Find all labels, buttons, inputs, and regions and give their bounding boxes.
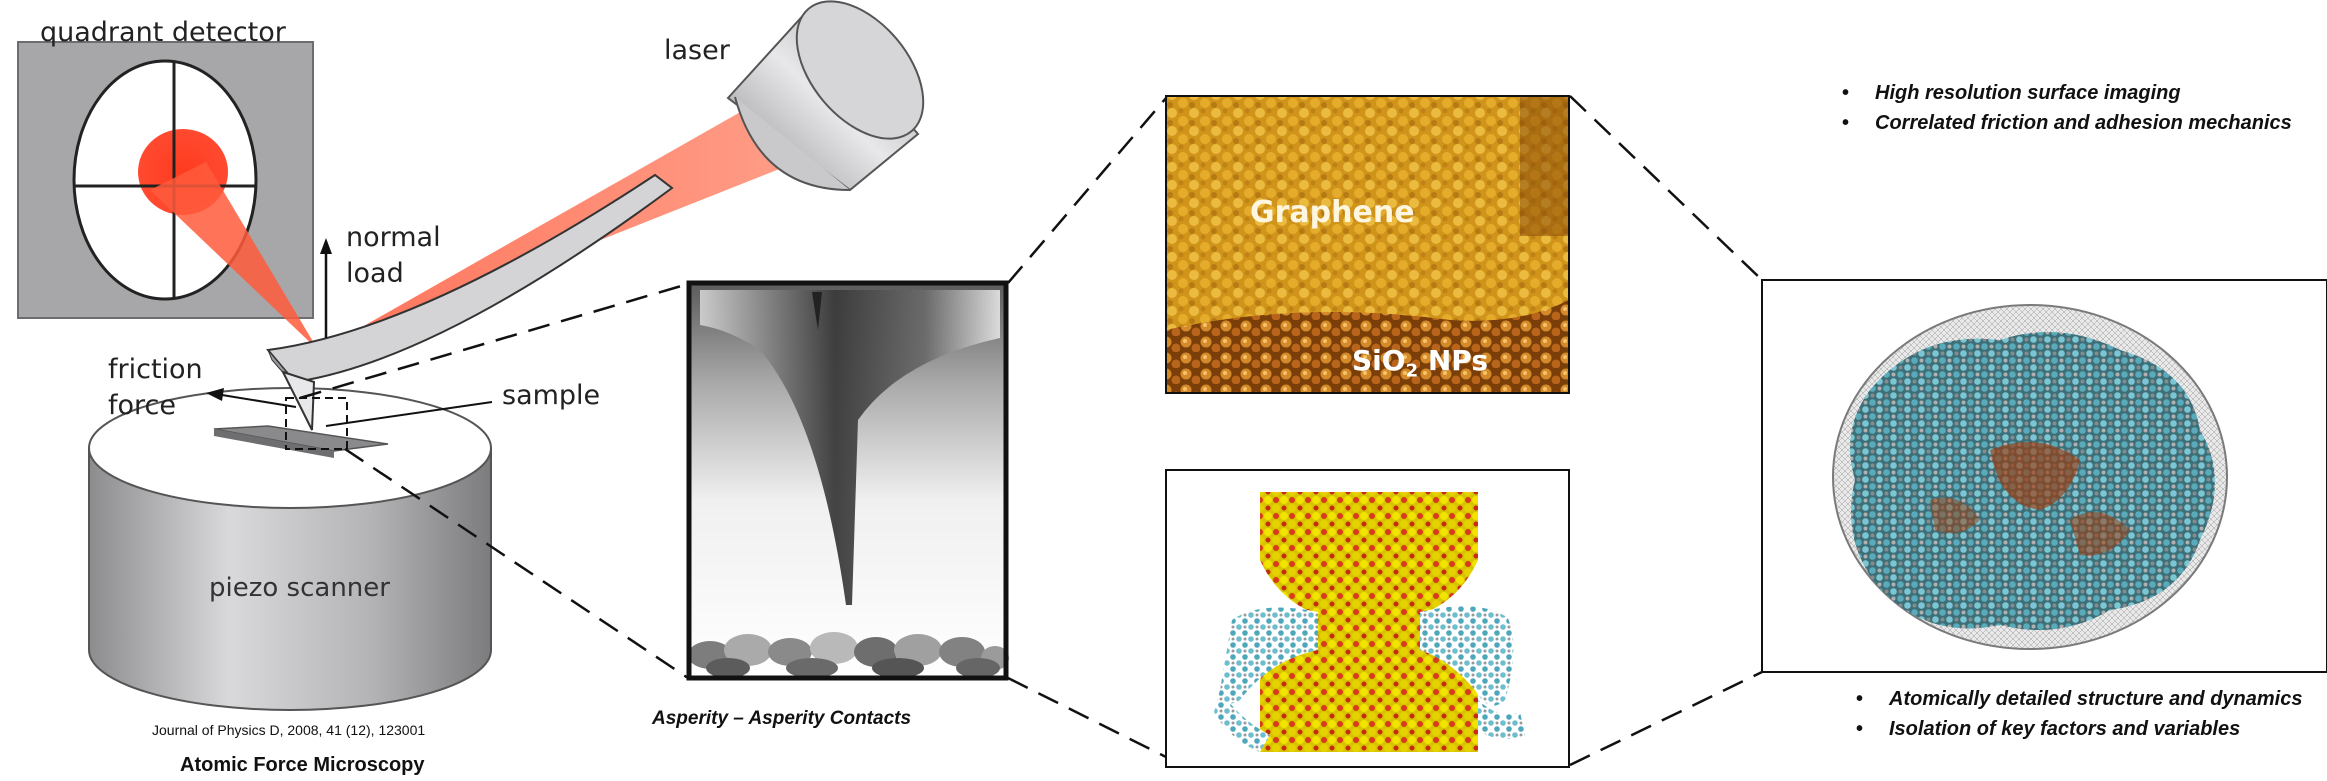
top-right-bullets: • High resolution surface imaging • Correl… bbox=[1842, 78, 2292, 138]
cantilever bbox=[266, 173, 674, 431]
sample-pointer-line bbox=[325, 401, 493, 427]
friction-force-arrow bbox=[221, 394, 297, 408]
reference-caption: Journal of Physics D, 2008, 41 (12), 123… bbox=[152, 722, 426, 738]
sio2-subscript: 2 bbox=[1405, 360, 1419, 382]
normal-load-label: normal load bbox=[346, 222, 441, 289]
afm-tip bbox=[281, 370, 316, 431]
bullet-dot: • bbox=[1842, 82, 1850, 104]
reflected-beam bbox=[150, 162, 318, 350]
sio2-label: SiO2 NPs bbox=[1352, 344, 1488, 382]
afm-title-caption: Atomic Force Microscopy bbox=[180, 754, 425, 776]
bullet-text: Atomically detailed structure and dynami… bbox=[1889, 688, 2303, 710]
bullet-text: High resolution surface imaging bbox=[1875, 82, 2181, 104]
graphene-afm-image bbox=[1165, 95, 1570, 394]
quadrant-detector bbox=[17, 41, 314, 319]
bullet-item: • Atomically detailed structure and dynam… bbox=[1856, 684, 2302, 714]
friction-force-label: friction force bbox=[108, 354, 203, 421]
asperity-caption: Asperity – Asperity Contacts bbox=[652, 708, 912, 729]
sio2-label-tail: NPs bbox=[1418, 344, 1488, 377]
bullet-dot: • bbox=[1842, 112, 1850, 134]
md-simulation-image bbox=[1165, 469, 1570, 768]
tip-zoom-box bbox=[285, 397, 348, 450]
sem-tip-image bbox=[686, 280, 1009, 681]
bullet-text: Correlated friction and adhesion mechani… bbox=[1875, 112, 2292, 134]
bottom-right-bullets: • Atomically detailed structure and dynam… bbox=[1856, 684, 2302, 744]
bullet-item: • Correlated friction and adhesion mechan… bbox=[1842, 108, 2292, 138]
sample-plate bbox=[213, 425, 389, 452]
detector-label: quadrant detector bbox=[40, 17, 286, 48]
laser-head bbox=[726, 0, 925, 192]
bullet-text: Isolation of key factors and variables bbox=[1889, 718, 2241, 740]
sample-label: sample bbox=[502, 380, 601, 411]
incident-beam bbox=[318, 102, 782, 352]
piezo-scanner-label: piezo scanner bbox=[209, 573, 390, 603]
laser-label: laser bbox=[664, 35, 730, 66]
sio2-label-main: SiO bbox=[1352, 344, 1406, 377]
sem-surface-grains bbox=[688, 632, 1009, 678]
bullet-item: • Isolation of key factors and variables bbox=[1856, 714, 2302, 744]
bullet-dot: • bbox=[1856, 688, 1864, 710]
molecular-mesh-image bbox=[1761, 279, 2327, 673]
bullet-dot: • bbox=[1856, 718, 1864, 740]
graphene-label: Graphene bbox=[1250, 195, 1415, 230]
bullet-item: • High resolution surface imaging bbox=[1842, 78, 2292, 108]
zoom-connectors bbox=[299, 95, 1763, 767]
